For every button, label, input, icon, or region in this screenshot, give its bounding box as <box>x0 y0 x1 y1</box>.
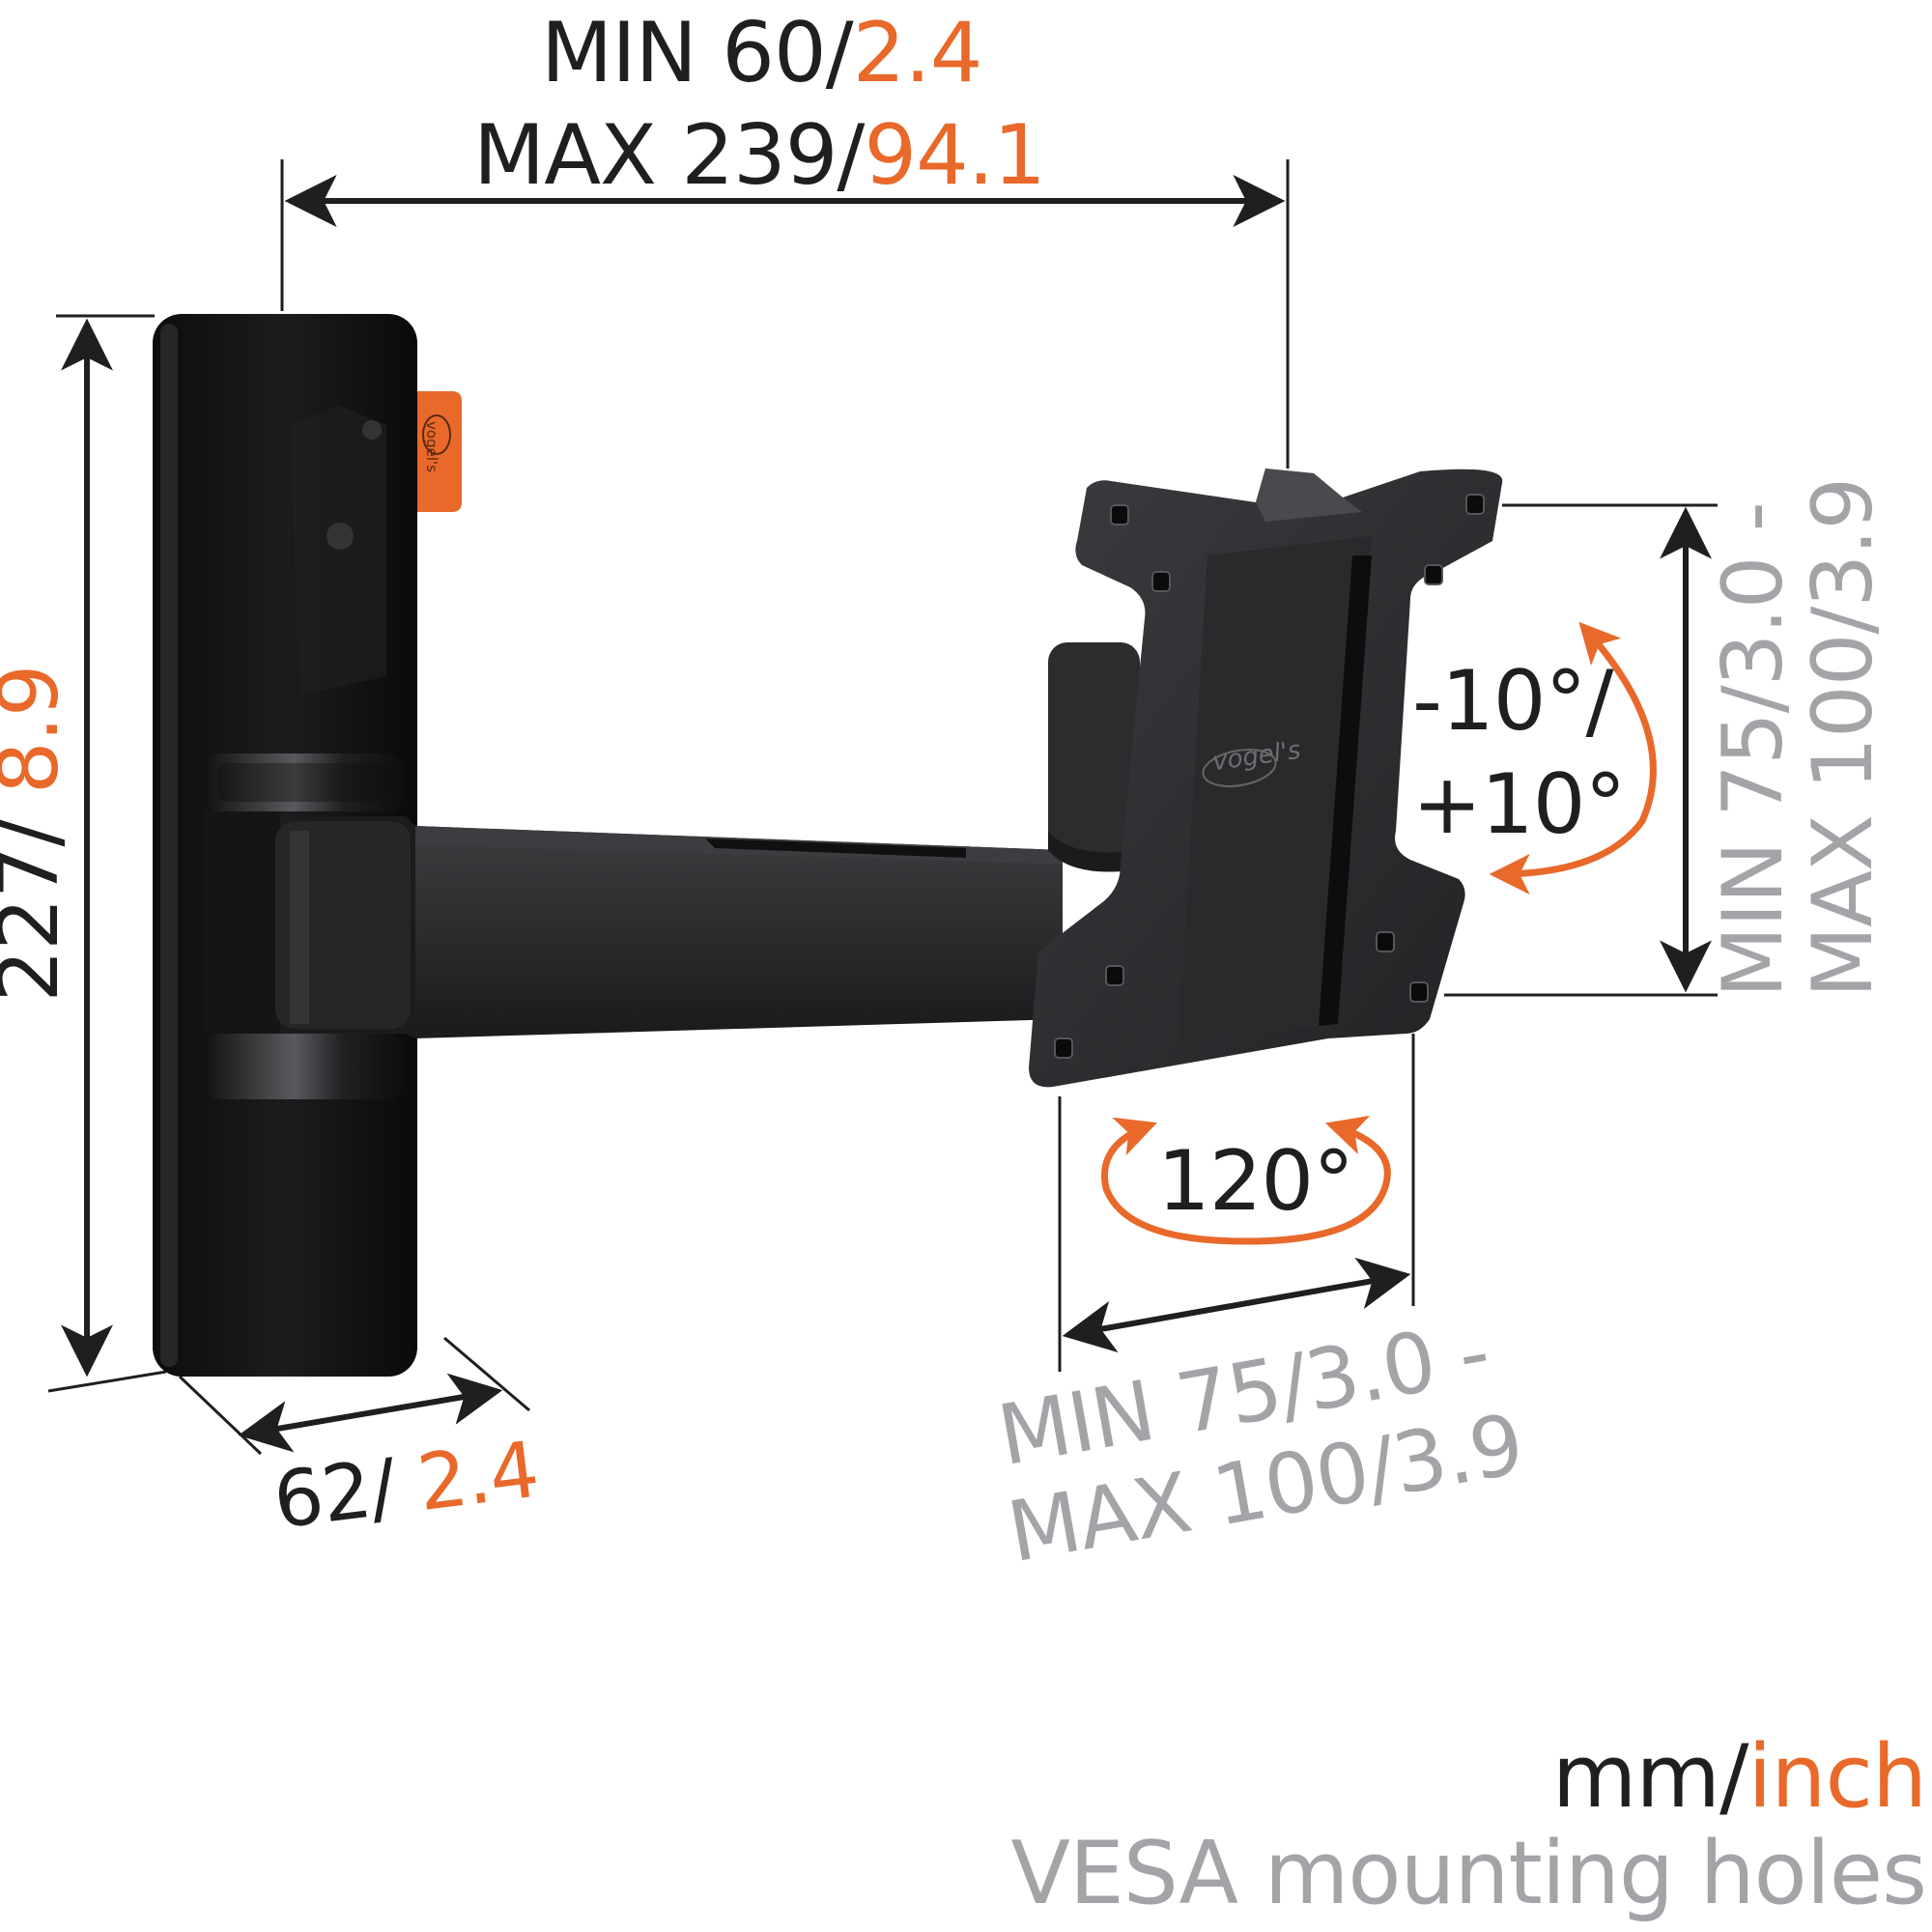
arm-min-in: 2.4 <box>852 5 983 101</box>
height-label: 227/ 8.9 <box>0 640 77 1027</box>
depth-mm: 62/ <box>269 1441 401 1547</box>
brand-tag <box>417 391 462 512</box>
swivel-label: 120° <box>1157 1133 1354 1230</box>
vesa-vertical-line1: MIN 75/3.0 - <box>1705 502 1802 998</box>
tilt-arrow <box>1489 621 1657 895</box>
depth-in: 2.4 <box>389 1424 543 1532</box>
arm-max-label: MAX 239/94.1 <box>473 114 1046 197</box>
vesa-note: VESA mounting holes <box>1010 1823 1927 1924</box>
arm-min-mm: MIN 60/ <box>541 5 854 101</box>
dimension-lines <box>47 159 1718 1456</box>
swing-arm <box>275 816 1063 1038</box>
height-in: 8.9 <box>0 665 77 795</box>
height-mm: 227/ <box>0 819 77 1003</box>
swivel-arrow <box>1101 1115 1391 1245</box>
arm-min-label: MIN 60/2.4 <box>541 12 982 95</box>
vesa-plate <box>1029 469 1503 1088</box>
vesa-vertical-line2: MAX 100/3.9 <box>1795 477 1891 998</box>
unit-legend: mm/inch <box>1552 1734 1927 1821</box>
arm-max-mm: MAX 239/ <box>473 107 865 204</box>
arm-max-in: 94.1 <box>864 107 1045 204</box>
tilt-label-line1: -10°/ <box>1412 653 1613 750</box>
unit-mm: mm/ <box>1551 1726 1749 1828</box>
hinge-knuckles <box>203 753 403 1099</box>
tilt-bracket <box>1048 642 1140 872</box>
tag-logo: vogel's <box>422 421 440 472</box>
tilt-label-line2: +10° <box>1412 756 1626 853</box>
unit-inch: inch <box>1747 1726 1927 1828</box>
